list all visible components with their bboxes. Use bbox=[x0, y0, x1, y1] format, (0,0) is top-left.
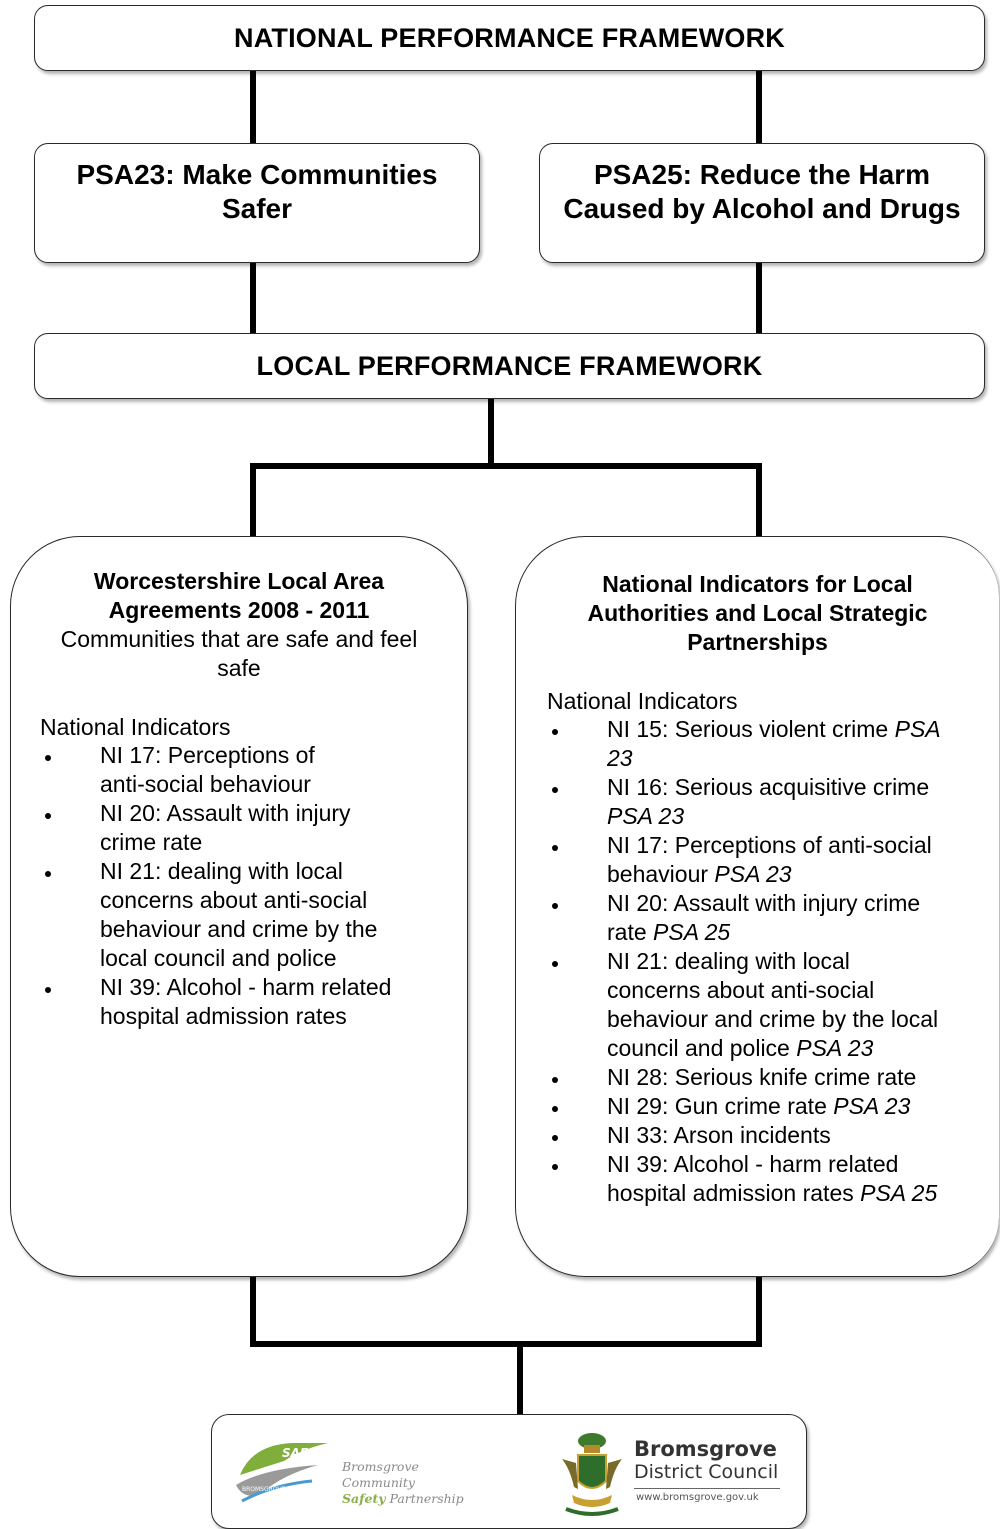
national-indicators-box: National Indicators for Local Authoritie… bbox=[515, 536, 999, 1277]
laa-indicators-title: National Indicators bbox=[40, 714, 231, 740]
list-item: NI 33: Arson incidents bbox=[547, 1121, 993, 1150]
national-framework-title: NATIONAL PERFORMANCE FRAMEWORK bbox=[234, 22, 785, 53]
list-item: NI 17: Perceptions of anti-social behavi… bbox=[40, 741, 457, 799]
list-item: NI 29: Gun crime rate PSA 23 bbox=[547, 1092, 993, 1121]
psa23-title: PSA23: Make Communities Safer bbox=[76, 159, 438, 224]
list-item: NI 16: Serious acquisitive crime PSA 23 bbox=[547, 773, 993, 831]
list-item: NI 39: Alcohol - harm related hospital a… bbox=[547, 1150, 993, 1208]
ni-heading-line2: Authorities and Local Strategic bbox=[587, 600, 928, 626]
list-item: NI 20: Assault with injury crime rate bbox=[40, 799, 457, 857]
ni-indicator-list: NI 15: Serious violent crime PSA 23 NI 1… bbox=[547, 715, 993, 1208]
safer-partnership-text: Bromsgrove Community Safety Partnership bbox=[342, 1459, 464, 1506]
connector-psa23-local bbox=[250, 262, 256, 335]
connector-branch-left bbox=[250, 463, 256, 538]
list-item: NI 15: Serious violent crime PSA 23 bbox=[547, 715, 993, 773]
safer-partnership-logo: SAFER BROMSGROVE Bromsgrove Community Sa… bbox=[232, 1435, 472, 1513]
psa23-box: PSA23: Make Communities Safer bbox=[34, 143, 480, 263]
council-url: www.bromsgrove.gov.uk bbox=[636, 1492, 759, 1503]
laa-heading-line1: Worcestershire Local Area bbox=[93, 568, 385, 594]
worcestershire-laa-box: Worcestershire Local Area Agreements 200… bbox=[10, 536, 468, 1277]
ni-heading-line1: National Indicators for Local bbox=[602, 571, 913, 597]
laa-subheading-line1: Communities that are safe and feel bbox=[60, 626, 418, 652]
laa-heading-line2: Agreements 2008 - 2011 bbox=[108, 597, 370, 623]
list-item: NI 20: Assault with injury crime rate PS… bbox=[547, 889, 993, 947]
partner-logos-box: SAFER BROMSGROVE Bromsgrove Community Sa… bbox=[211, 1414, 807, 1529]
list-item: NI 21: dealing with local concerns about… bbox=[40, 857, 457, 973]
safer-swoosh-icon: SAFER BROMSGROVE bbox=[236, 1443, 328, 1503]
ni-heading-line3: Partnerships bbox=[687, 629, 828, 655]
connector-branch-top bbox=[250, 463, 762, 469]
list-item: NI 21: dealing with local concerns about… bbox=[547, 947, 993, 1063]
council-name: Bromsgrove bbox=[634, 1437, 777, 1461]
local-framework-title: LOCAL PERFORMANCE FRAMEWORK bbox=[256, 350, 763, 381]
national-framework-box: NATIONAL PERFORMANCE FRAMEWORK bbox=[34, 5, 985, 71]
psa25-box: PSA25: Reduce the Harm Caused by Alcohol… bbox=[539, 143, 985, 263]
laa-indicator-list: NI 17: Perceptions of anti-social behavi… bbox=[40, 741, 457, 1031]
psa25-title: PSA25: Reduce the Harm Caused by Alcohol… bbox=[563, 159, 961, 224]
safer-badge: SAFER bbox=[282, 1446, 326, 1460]
list-item: NI 39: Alcohol - harm related hospital a… bbox=[40, 973, 457, 1031]
connector-merge-bottom bbox=[250, 1341, 762, 1347]
local-framework-box: LOCAL PERFORMANCE FRAMEWORK bbox=[34, 333, 985, 399]
council-divider bbox=[634, 1488, 780, 1489]
council-subtitle: District Council bbox=[634, 1461, 779, 1483]
safer-small-text: BROMSGROVE bbox=[242, 1486, 286, 1493]
ni-indicators-title: National Indicators bbox=[547, 688, 738, 714]
connector-to-logos bbox=[517, 1341, 523, 1416]
connector-merge-left bbox=[250, 1275, 256, 1347]
laa-subheading-line2: safe bbox=[217, 655, 261, 681]
list-item: NI 28: Serious knife crime rate bbox=[547, 1063, 993, 1092]
ni-indicators: National Indicators NI 15: Serious viole… bbox=[547, 687, 993, 1208]
connector-psa25-local bbox=[756, 262, 762, 335]
connector-merge-right bbox=[756, 1275, 762, 1347]
ni-heading-block: National Indicators for Local Authoritie… bbox=[516, 570, 999, 657]
laa-heading-block: Worcestershire Local Area Agreements 200… bbox=[11, 567, 467, 683]
connector-national-psa25 bbox=[756, 70, 762, 145]
connector-national-psa23 bbox=[250, 70, 256, 145]
connector-branch-right bbox=[756, 463, 762, 538]
connector-local-down bbox=[488, 398, 494, 468]
list-item: NI 17: Perceptions of anti-social behavi… bbox=[547, 831, 993, 889]
council-crest-icon bbox=[562, 1433, 622, 1516]
laa-indicators: National Indicators NI 17: Perceptions o… bbox=[40, 713, 457, 1031]
